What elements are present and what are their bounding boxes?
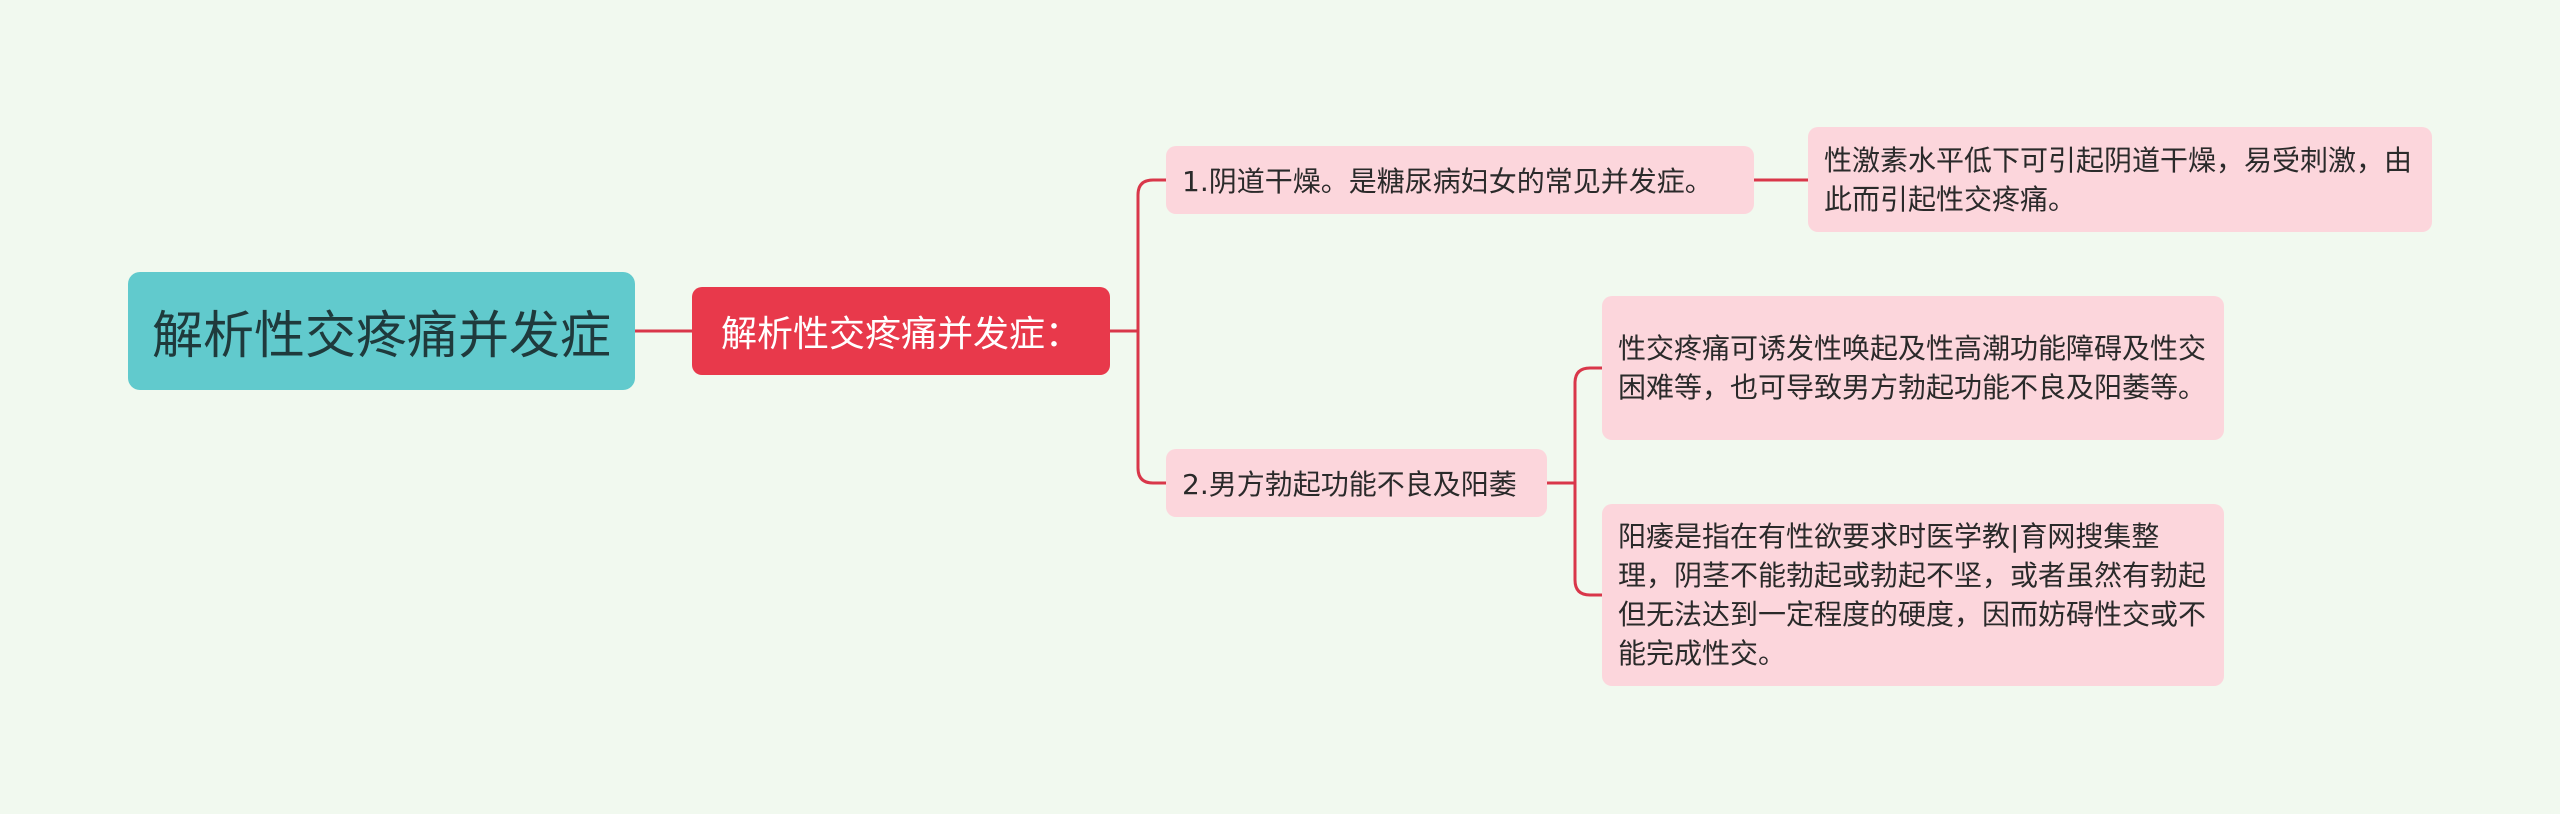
root-topic-node[interactable]: 解析性交疼痛并发症	[128, 272, 635, 390]
connector-branch-2-leaf-2	[1573, 481, 1604, 597]
connector-main-branch-1	[1108, 178, 1168, 333]
connector-branch-2-leaf-1	[1545, 366, 1604, 485]
detail-text: 性激素水平低下可引起阴道干燥，易受刺激，由此而引起性交疼痛。	[1824, 143, 2413, 216]
main-topic-node[interactable]: 解析性交疼痛并发症：	[692, 287, 1110, 375]
branch-label: 2.男方勃起功能不良及阳萎	[1182, 468, 1517, 501]
branch-node-erectile-dysfunction[interactable]: 2.男方勃起功能不良及阳萎	[1166, 449, 1547, 517]
root-topic-label: 解析性交疼痛并发症	[151, 307, 611, 366]
detail-node-arousal-disorder[interactable]: 性交疼痛可诱发性唤起及性高潮功能障碍及性交困难等，也可导致男方勃起功能不良及阳萎…	[1602, 296, 2224, 440]
branch-label: 1.阴道干燥。是糖尿病妇女的常见并发症。	[1182, 165, 1713, 198]
detail-text: 性交疼痛可诱发性唤起及性高潮功能障碍及性交困难等，也可导致男方勃起功能不良及阳萎…	[1618, 332, 2207, 404]
connector-main-branch-2	[1136, 329, 1168, 485]
detail-node-impotence-definition[interactable]: 阳痿是指在有性欲要求时医学教|育网搜集整理，阴茎不能勃起或勃起不坚，或者虽然有勃…	[1602, 504, 2224, 686]
detail-node-hormone-level[interactable]: 性激素水平低下可引起阴道干燥，易受刺激，由此而引起性交疼痛。	[1808, 127, 2432, 232]
main-topic-label: 解析性交疼痛并发症：	[720, 314, 1081, 355]
branch-node-vaginal-dryness[interactable]: 1.阴道干燥。是糖尿病妇女的常见并发症。	[1166, 146, 1754, 214]
detail-text: 阳痿是指在有性欲要求时医学教|育网搜集整理，阴茎不能勃起或勃起不坚，或者虽然有勃…	[1618, 520, 2207, 670]
